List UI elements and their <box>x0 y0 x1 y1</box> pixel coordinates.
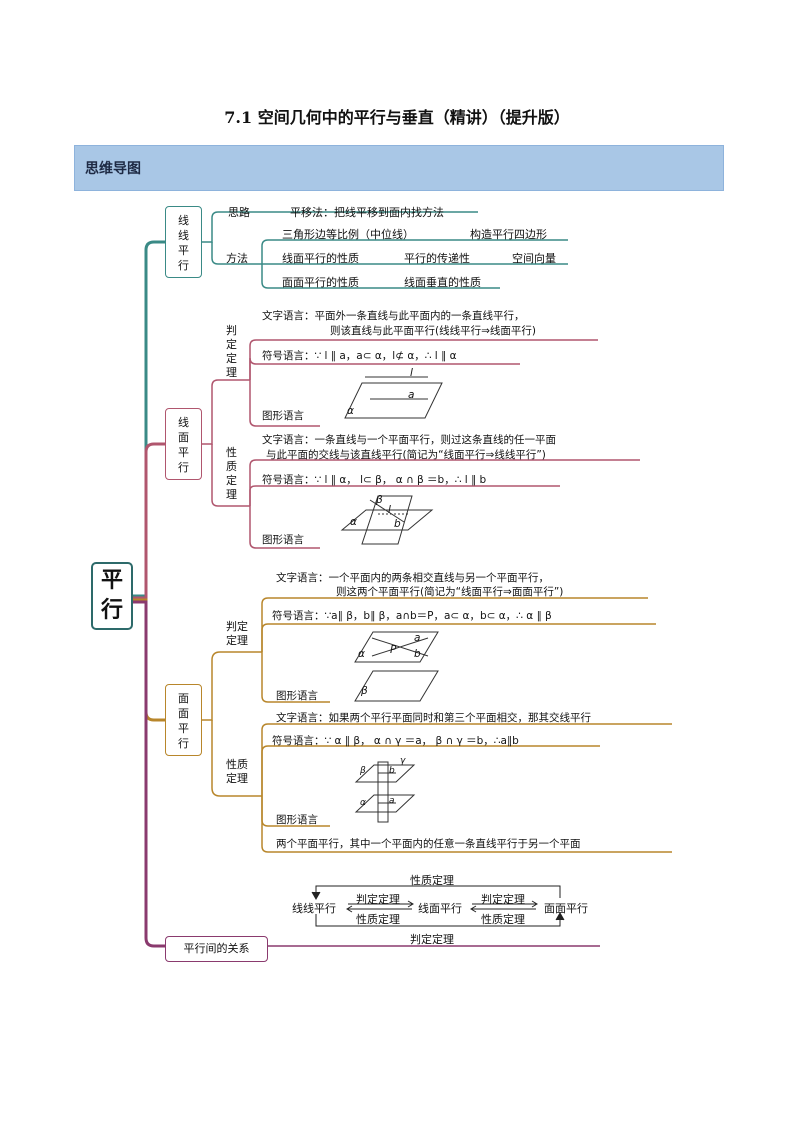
node-line-line-label: 线线平行 <box>178 214 189 272</box>
node-plane-plane-parallel[interactable]: 面面平行 <box>165 684 202 756</box>
pp-fig-a: a <box>414 632 421 644</box>
pp-criterion-graph-label: 图形语言 <box>276 690 318 702</box>
trunk-purple <box>133 600 165 948</box>
lp-fig-l: l <box>410 367 413 379</box>
pp-fig-alpha: α <box>358 648 365 660</box>
pp-property-note: 两个平面平行，其中一个平面内的任意一条直线平行于另一个平面 <box>276 838 581 850</box>
lp2-fig-beta: β <box>376 494 383 506</box>
trunk-brown <box>133 598 165 722</box>
node-line-plane-label: 线面平行 <box>178 416 189 474</box>
rel-node-line-line: 线线平行 <box>292 902 336 915</box>
lp-criterion-label: 判定定理 <box>226 324 237 379</box>
method-4: 平行的传递性 <box>404 252 470 265</box>
lp-criterion-symbol: 符号语言：∵ l ∥ a，a⊂ α，l⊄ α，∴ l ∥ α <box>262 350 457 362</box>
pp-property-graph-label: 图形语言 <box>276 814 318 826</box>
section-banner: 思维导图 <box>74 145 724 191</box>
trunk-rose <box>133 442 165 600</box>
figure-line-plane-property <box>340 495 434 545</box>
pp-fig-beta: β <box>361 685 368 697</box>
lp-fig-alpha: α <box>347 405 354 417</box>
lp-property-label: 性质定理 <box>226 446 237 501</box>
figure-plane-plane-property <box>354 761 416 823</box>
lp-criterion-text-2: 则该直线与此平面平行(线线平行⇒线面平行) <box>330 325 536 337</box>
lp2-fig-b: b <box>394 518 401 530</box>
root-node[interactable]: 平行 <box>91 562 133 630</box>
method-6: 面面平行的性质 <box>282 276 359 289</box>
fangfa-label: 方法 <box>226 252 248 265</box>
rel-arrow2-up: 判定定理 <box>481 893 525 906</box>
method-3: 线面平行的性质 <box>282 252 359 265</box>
method-2: 构造平行四边形 <box>470 228 547 241</box>
node-plane-plane-label: 面面平行 <box>178 692 189 750</box>
figure-line-plane-criterion <box>344 376 443 419</box>
rel-node-line-plane: 线面平行 <box>418 902 462 915</box>
lp2-fig-l: l <box>388 504 391 516</box>
pp-criterion-text-1: 文字语言：一个平面内的两条相交直线与另一个平面平行， <box>276 572 549 584</box>
root-label: 平行 <box>101 568 124 623</box>
figure-plane-plane-criterion <box>354 631 439 702</box>
pp-criterion-text-2: 则这两个平面平行(简记为“线面平行⇒面面平行”) <box>336 586 564 598</box>
pp2-fig-beta: β <box>360 766 366 776</box>
silu-label: 思路 <box>228 206 250 219</box>
trunk-teal <box>133 240 165 598</box>
pp-property-text-1: 文字语言：如果两个平行平面同时和第三个平面相交，那其交线平行 <box>276 712 591 724</box>
lp-criterion-graph-label: 图形语言 <box>262 410 304 422</box>
rel-node-plane-plane: 面面平行 <box>544 902 588 915</box>
pp2-fig-alpha: α <box>360 798 366 808</box>
rel-top-label: 性质定理 <box>410 874 454 887</box>
lp-fig-a: a <box>408 389 415 401</box>
lp-criterion-text-1: 文字语言：平面外一条直线与此平面内的一条直线平行， <box>262 310 525 322</box>
lp-property-text-1: 文字语言：一条直线与一个平面平行，则过这条直线的任一平面 <box>262 434 556 446</box>
rel-arrow2-down: 性质定理 <box>481 913 525 926</box>
node-line-plane-parallel[interactable]: 线面平行 <box>165 408 202 480</box>
pp-fig-b: b <box>414 648 421 660</box>
method-5: 空间向量 <box>512 252 556 265</box>
pp2-fig-gamma: γ <box>400 756 406 766</box>
lp-property-graph-label: 图形语言 <box>262 534 304 546</box>
pp-criterion-symbol: 符号语言：∵a∥ β，b∥ β，a∩b＝P，a⊂ α，b⊂ α，∴ α ∥ β <box>272 610 552 622</box>
lp-property-symbol: 符号语言：∵ l ∥ α， l⊂ β， α ∩ β ＝b，∴ l ∥ b <box>262 474 487 486</box>
silu-text: 平移法：把线平移到面内找方法 <box>290 206 444 219</box>
node-line-line-parallel[interactable]: 线线平行 <box>165 206 202 278</box>
rel-arrow1-up: 判定定理 <box>356 893 400 906</box>
pp-property-symbol: 符号语言：∵ α ∥ β， α ∩ γ ＝a， β ∩ γ ＝b，∴a∥b <box>272 735 519 747</box>
pp2-fig-b: b <box>389 766 395 776</box>
method-1: 三角形边等比例（中位线） <box>282 228 414 241</box>
node-parallel-relations[interactable]: 平行间的关系 <box>165 936 268 962</box>
lp2-fig-alpha: α <box>350 516 357 528</box>
banner-label: 思维导图 <box>85 161 141 177</box>
node-relations-label: 平行间的关系 <box>183 942 250 955</box>
rel-arrow1-down: 性质定理 <box>356 913 400 926</box>
pp2-fig-a: a <box>389 796 395 806</box>
method-7: 线面垂直的性质 <box>404 276 481 289</box>
pp-fig-P: P <box>390 644 397 656</box>
pp-property-label: 性质定理 <box>226 758 248 785</box>
lp-property-text-2: 与此平面的交线与该直线平行(简记为“线面平行⇒线线平行”) <box>266 449 546 461</box>
rel-bottom-label: 判定定理 <box>410 933 454 946</box>
pp-criterion-label: 判定定理 <box>226 620 248 647</box>
document-title: 7.1 空间几何中的平行与垂直（精讲）（提升版） <box>224 108 570 127</box>
